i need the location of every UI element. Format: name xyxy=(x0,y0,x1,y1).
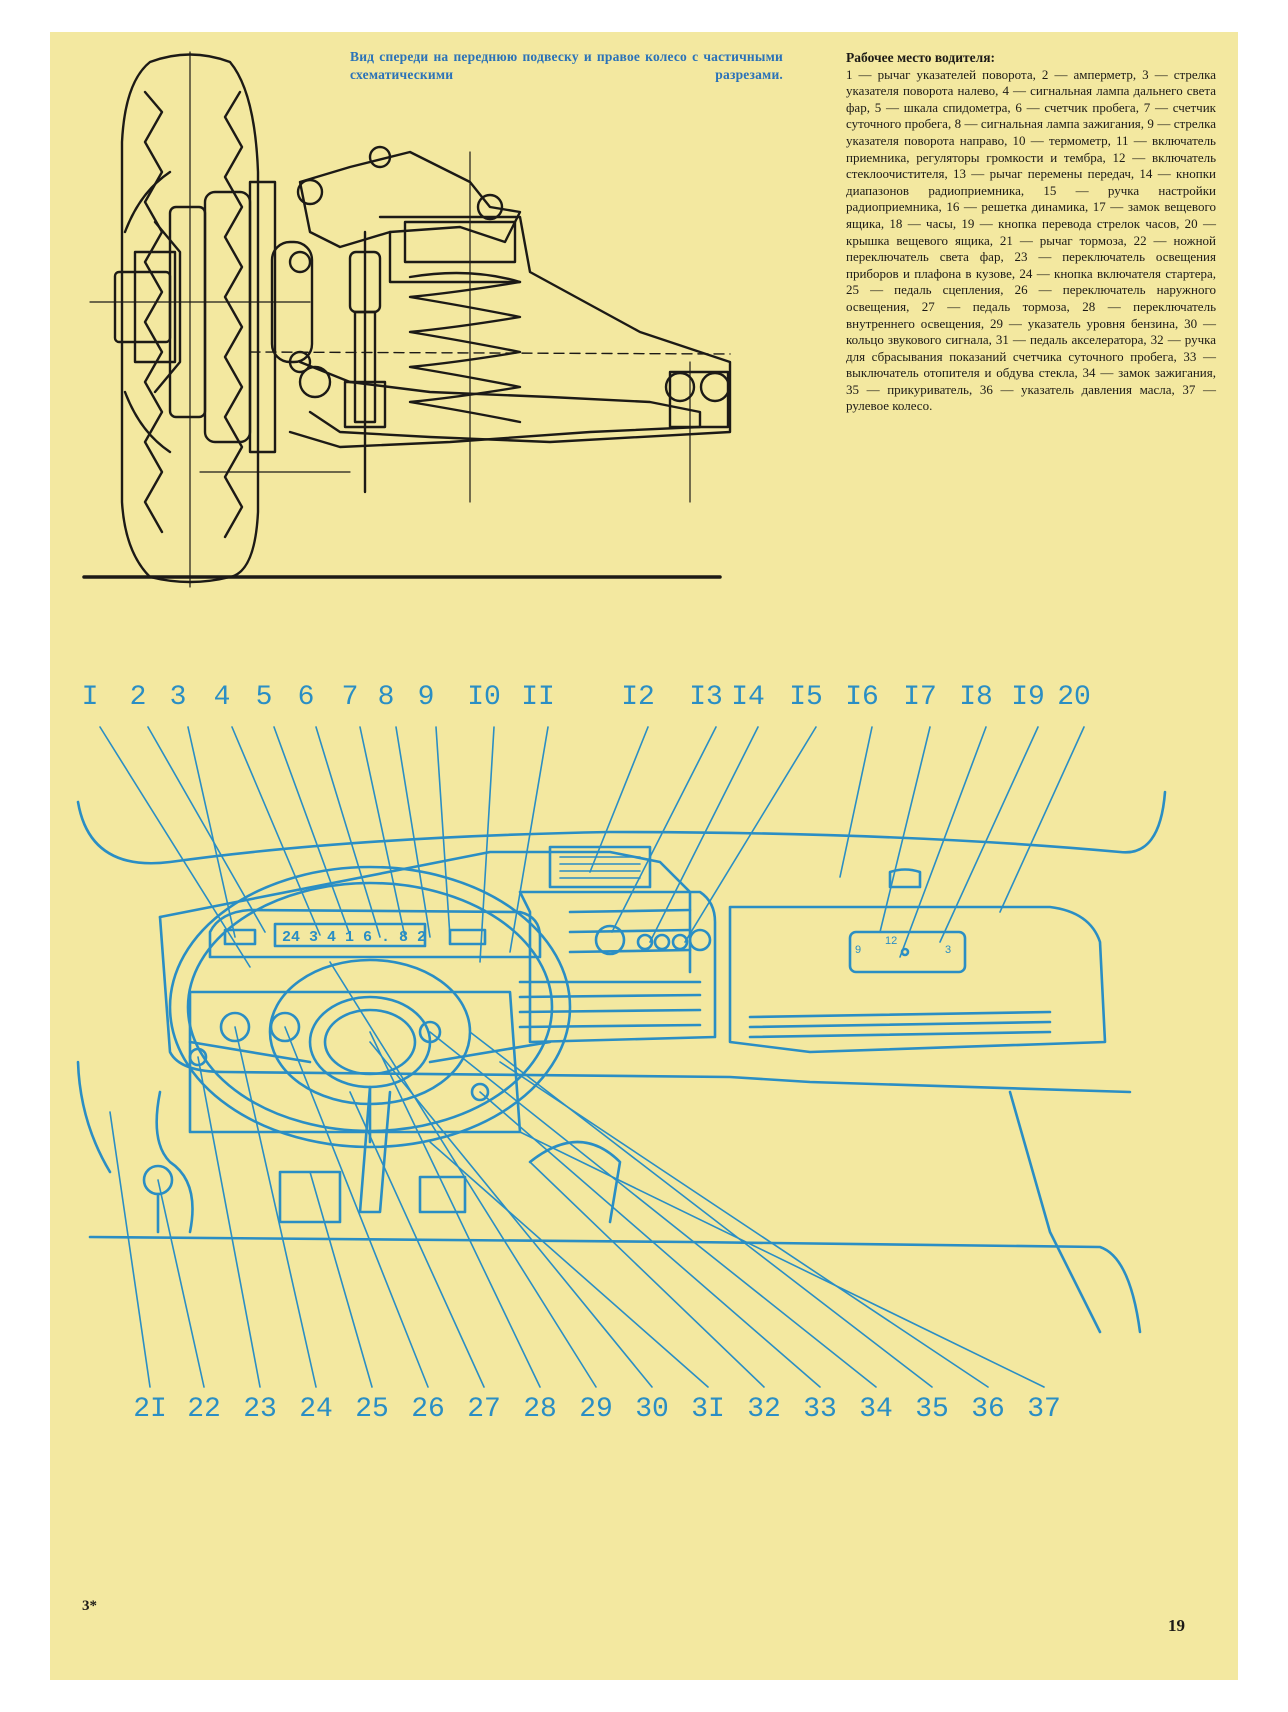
callout-number-top-1: I xyxy=(81,682,99,713)
leader-line-bottom-16 xyxy=(499,1061,989,1388)
callout-number-top-12: I2 xyxy=(621,682,655,713)
callout-number-bottom-14: 34 xyxy=(859,1394,893,1425)
callout-number-bottom-7: 27 xyxy=(467,1394,501,1425)
leader-line-bottom-6 xyxy=(284,1026,429,1388)
callout-number-top-5: 5 xyxy=(255,682,273,713)
leader-line-top-1 xyxy=(99,726,251,968)
callout-number-bottom-11: 3I xyxy=(691,1394,725,1425)
leader-line-bottom-9 xyxy=(329,961,597,1388)
leader-line-bottom-8 xyxy=(369,1031,541,1388)
clock-three: 3 xyxy=(945,944,952,956)
callout-number-bottom-4: 24 xyxy=(299,1394,333,1425)
callout-number-bottom-17: 37 xyxy=(1027,1394,1061,1425)
leader-line-top-11 xyxy=(509,726,549,953)
legend-text: Рабочее место водителя: 1 — рычаг указат… xyxy=(846,50,1216,415)
leader-line-top-5 xyxy=(273,726,351,936)
callout-number-bottom-6: 26 xyxy=(411,1394,445,1425)
callout-number-bottom-10: 30 xyxy=(635,1394,669,1425)
callout-number-top-7: 7 xyxy=(341,682,359,713)
leader-line-bottom-15 xyxy=(469,1031,933,1388)
callout-number-bottom-12: 32 xyxy=(747,1394,781,1425)
leader-line-bottom-13 xyxy=(479,1091,821,1388)
leader-line-top-18 xyxy=(899,726,987,958)
figure-caption: Вид спереди на переднюю подвеску и право… xyxy=(350,49,783,82)
callout-number-top-17: I7 xyxy=(903,682,937,713)
callout-number-bottom-1: 2I xyxy=(133,1394,167,1425)
callout-number-top-20: 20 xyxy=(1057,682,1091,713)
suspension-drawing xyxy=(82,51,732,588)
leader-line-top-15 xyxy=(684,726,817,943)
leader-line-top-8 xyxy=(395,726,431,938)
leader-line-top-20 xyxy=(999,726,1085,913)
callout-number-top-9: 9 xyxy=(417,682,435,713)
clock-nine: 9 xyxy=(855,944,862,956)
legend-body: 1 — рычаг указателей поворота, 2 — ампер… xyxy=(846,66,1216,414)
leader-line-bottom-1 xyxy=(109,1111,151,1388)
callout-number-top-10: I0 xyxy=(467,682,501,713)
callout-number-bottom-16: 36 xyxy=(971,1394,1005,1425)
leader-line-top-14 xyxy=(649,726,759,943)
legend-title: Рабочее место водителя: xyxy=(846,50,996,65)
callout-number-top-3: 3 xyxy=(169,682,187,713)
leader-line-bottom-14 xyxy=(429,1031,877,1388)
leader-line-top-6 xyxy=(315,726,381,938)
callout-number-top-4: 4 xyxy=(213,682,231,713)
callout-number-bottom-13: 33 xyxy=(803,1394,837,1425)
callout-number-top-11: II xyxy=(521,682,555,713)
leader-line-top-3 xyxy=(187,726,236,938)
callout-number-top-13: I3 xyxy=(689,682,723,713)
clock-twelve: 12 xyxy=(885,935,898,947)
leader-line-bottom-11 xyxy=(429,1141,709,1388)
leader-line-top-10 xyxy=(479,726,495,963)
callout-number-bottom-15: 35 xyxy=(915,1394,949,1425)
magazine-page: Вид спереди на переднюю подвеску и право… xyxy=(50,32,1238,1680)
leader-line-top-7 xyxy=(359,726,406,938)
signature-mark: 3* xyxy=(82,1598,97,1614)
callout-number-bottom-3: 23 xyxy=(243,1394,277,1425)
leader-line-top-17 xyxy=(879,726,931,933)
callout-number-bottom-2: 22 xyxy=(187,1394,221,1425)
leader-line-top-16 xyxy=(839,726,873,878)
callout-number-top-18: I8 xyxy=(959,682,993,713)
leader-line-top-9 xyxy=(435,726,451,938)
leader-line-bottom-5 xyxy=(309,1171,373,1388)
callout-number-top-15: I5 xyxy=(789,682,823,713)
page-number: 19 xyxy=(1168,1616,1185,1635)
callout-number-bottom-8: 28 xyxy=(523,1394,557,1425)
leader-line-top-13 xyxy=(611,726,717,933)
callout-number-top-8: 8 xyxy=(377,682,395,713)
leader-line-bottom-4 xyxy=(234,1026,317,1388)
leader-line-bottom-2 xyxy=(157,1179,205,1388)
leader-line-top-2 xyxy=(147,726,266,933)
bottom-callout-numbers: 2I 22 23 24 25 26 27 28 29 30 3I 32 33 34 35 36 37 xyxy=(50,1392,1238,1432)
callout-number-top-2: 2 xyxy=(129,682,147,713)
dashboard-drawing: 24 3 4 1 6 . 8 2 xyxy=(76,726,1167,1388)
callout-number-top-14: I4 xyxy=(731,682,765,713)
callout-number-top-6: 6 xyxy=(297,682,315,713)
leader-line-bottom-17 xyxy=(519,1131,1045,1388)
callout-number-top-16: I6 xyxy=(845,682,879,713)
leader-line-top-12 xyxy=(589,726,649,873)
callout-number-top-19: I9 xyxy=(1011,682,1045,713)
leader-line-bottom-10 xyxy=(369,1041,653,1388)
odometer-readout: 24 3 4 1 6 . 8 2 xyxy=(282,929,426,946)
callout-number-bottom-5: 25 xyxy=(355,1394,389,1425)
leader-line-top-4 xyxy=(231,726,321,936)
callout-number-bottom-9: 29 xyxy=(579,1394,613,1425)
leader-line-bottom-3 xyxy=(197,1056,261,1388)
leader-line-bottom-7 xyxy=(349,1091,485,1388)
leader-line-bottom-12 xyxy=(529,1161,765,1388)
leader-line-top-19 xyxy=(939,726,1039,943)
